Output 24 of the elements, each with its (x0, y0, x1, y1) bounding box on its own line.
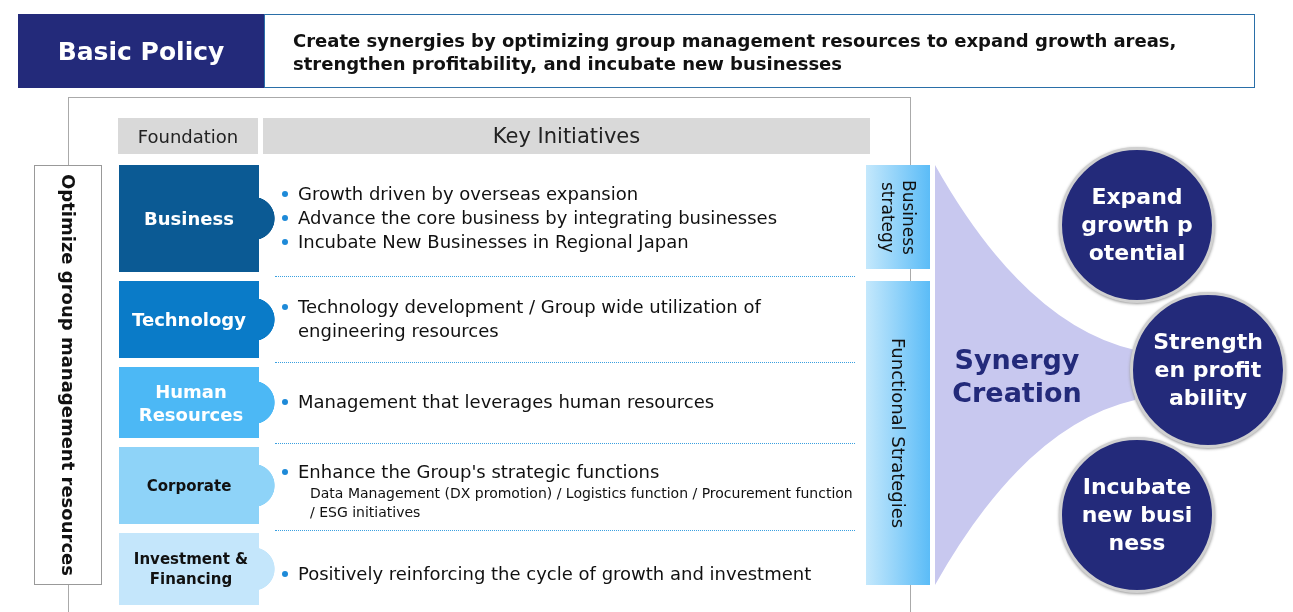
bullet-text: Advance the core business by integrating businesses (280, 206, 860, 230)
strategy-label: Functional Strategies (866, 281, 930, 585)
strategy-label: Business strategy (866, 165, 930, 269)
column-header: Foundation (118, 118, 258, 154)
goal-circle: Strengthen profitability (1130, 292, 1286, 448)
column-header: Key Initiatives (263, 118, 870, 154)
bullet-text: Positively reinforcing the cycle of growth and investment (280, 562, 860, 586)
bullet-text: Management that leverages human resources (280, 390, 860, 414)
policy-statement: Create synergies by optimizing group management resources to expand growth areas, strengthen profitability, and incubate new businesses (264, 14, 1255, 88)
side-label: Optimize group management resources (34, 165, 102, 585)
foundation-tab: Human Resources (119, 367, 275, 438)
goal-circle: Incubate new business (1059, 437, 1215, 593)
foundation-tab: Technology (119, 281, 275, 358)
bullet-text: Growth driven by overseas expansion (280, 182, 860, 206)
foundation-tab: Investment & Financing (119, 533, 275, 605)
goal-circle: Expand growth potential (1059, 147, 1215, 303)
synergy-label: Synergy Creation (951, 343, 1083, 409)
bullet-text: Technology development / Group wide utilization of engineering resources (280, 295, 860, 343)
policy-label: Basic Policy (18, 14, 264, 88)
sub-note: Data Management (DX promotion) / Logistics function / Procurement function / ESG initiatives (309, 484, 854, 522)
bullet-text: Incubate New Businesses in Regional Japan (280, 230, 860, 254)
foundation-tab: Corporate (119, 447, 275, 524)
bullet-text: Enhance the Group's strategic functions (280, 460, 860, 484)
foundation-tab: Business (119, 165, 275, 272)
